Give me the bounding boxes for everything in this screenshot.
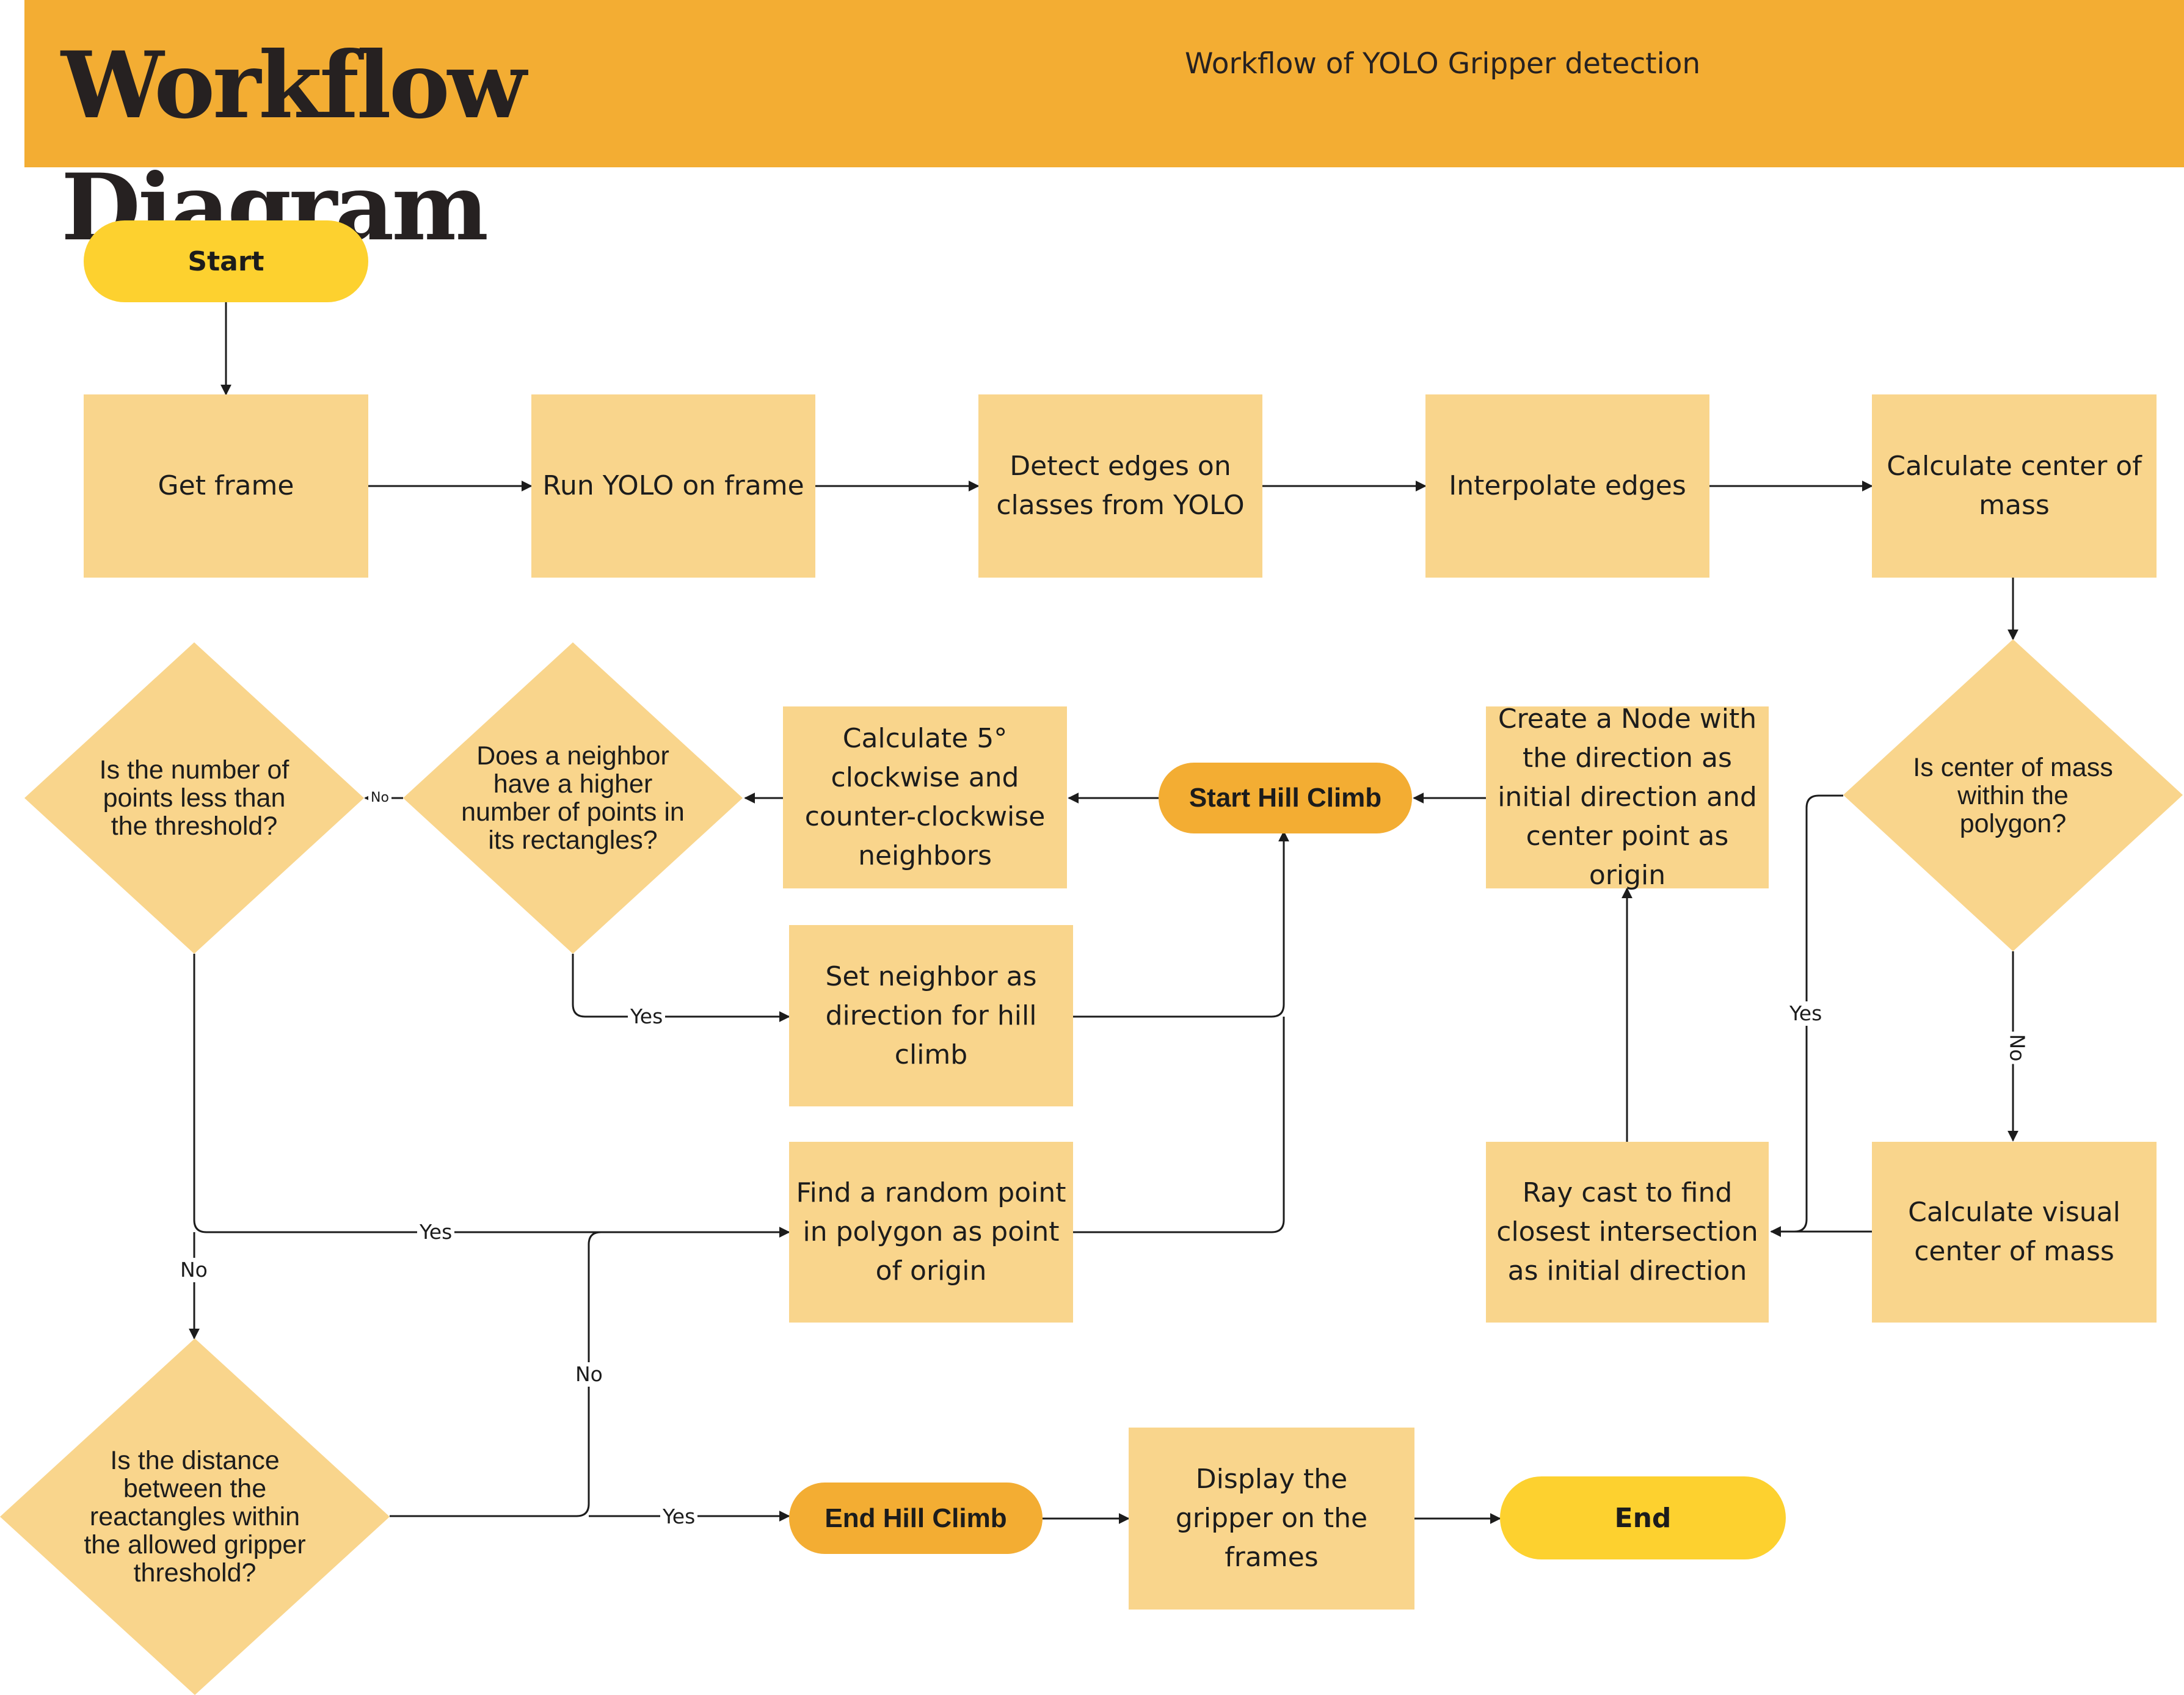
process-find-random-point: Find a random point in polygon as point … [789, 1142, 1073, 1323]
edge-label-center-yes: Yes [1787, 1001, 1825, 1026]
process-interpolate-edges-label: Interpolate edges [1449, 470, 1686, 501]
end-label: End [1614, 1502, 1672, 1534]
process-get-frame-label: Get frame [158, 470, 294, 501]
edge-distance-no-to-random-point [390, 1231, 602, 1517]
decision-neighbor-higher-label: Does a neighbor have a higher number of … [461, 741, 685, 855]
decision-shape [403, 642, 743, 954]
process-calc-visual-center: Calculate visual center of mass [1872, 1142, 2157, 1323]
edge-label-points-yes: Yes [417, 1220, 455, 1244]
process-calc-visual-center-label: Calculate visual center of mass [1908, 1197, 2120, 1267]
edge-points-yes-to-random-point [193, 954, 790, 1238]
decision-points-less-label: Is the number of points less than the th… [99, 755, 289, 841]
decision-center-within-polygon: Is center of mass within the polygon? [1843, 639, 2183, 951]
decision-neighbor-higher: Does a neighbor have a higher number of … [403, 642, 743, 954]
process-run-yolo-label: Run YOLO on frame [542, 470, 804, 501]
process-interpolate-edges: Interpolate edges [1425, 394, 1709, 578]
edge-center-within-yes [1794, 794, 1843, 1233]
process-run-yolo: Run YOLO on frame [531, 394, 815, 578]
process-display-gripper: Display the gripper on the frames [1129, 1428, 1414, 1610]
process-create-node-label: Create a Node with the direction as init… [1498, 703, 1757, 891]
decision-center-within-polygon-label: Is center of mass within the polygon? [1913, 752, 2113, 838]
edge-neighbor-yes-to-set-neighbor [572, 954, 790, 1022]
process-calc-center-mass-label: Calculate center of mass [1887, 451, 2142, 521]
terminal-end-hill-climb: End Hill Climb [789, 1483, 1043, 1554]
decision-shape [24, 642, 364, 954]
process-get-frame: Get frame [84, 394, 368, 578]
process-calc-neighbors: Calculate 5° clockwise and counter-clock… [783, 706, 1067, 888]
edge-label-neighbor-yes: Yes [628, 1004, 666, 1029]
terminal-start-hill-climb-label: Start Hill Climb [1188, 783, 1382, 813]
process-ray-cast: Ray cast to find closest intersection as… [1486, 1142, 1769, 1323]
process-create-node: Create a Node with the direction as init… [1486, 703, 1769, 891]
start-label: Start [187, 245, 264, 277]
terminal-start-hill-climb: Start Hill Climb [1159, 763, 1412, 833]
process-calc-center-mass: Calculate center of mass [1872, 394, 2157, 578]
edge-random-point-to-start-hill [1073, 1017, 1285, 1233]
edge-label-points-no: No [178, 1258, 210, 1282]
process-ray-cast-label: Ray cast to find closest intersection as… [1496, 1177, 1758, 1287]
edge-label-center-no: No [2004, 1031, 2029, 1064]
process-find-random-point-label: Find a random point in polygon as point … [796, 1177, 1066, 1287]
terminal-end-hill-climb-label: End Hill Climb [824, 1503, 1007, 1533]
edge-label-neighbor-no: No [368, 789, 391, 807]
start-terminal: Start [84, 220, 368, 302]
page-subtitle: Workflow of YOLO Gripper detection [1185, 47, 1701, 81]
process-set-neighbor-label: Set neighbor as direction for hill climb [825, 960, 1037, 1070]
decision-points-less: Is the number of points less than the th… [24, 642, 364, 954]
process-detect-edges: Detect edges on classes from YOLO [978, 394, 1262, 578]
process-display-gripper-label: Display the gripper on the frames [1175, 1464, 1368, 1573]
process-calc-neighbors-label: Calculate 5° clockwise and counter-clock… [804, 723, 1046, 871]
edge-label-distance-yes: Yes [660, 1504, 698, 1529]
process-set-neighbor: Set neighbor as direction for hill climb [789, 925, 1073, 1106]
decision-shape [1843, 639, 2183, 951]
page-title: Workflow Diagram [61, 32, 526, 261]
process-detect-edges-label: Detect edges on classes from YOLO [996, 451, 1245, 521]
decision-distance-within-label: Is the distance between the reactangles … [84, 1446, 306, 1588]
edge-set-neighbor-to-start-hill [1073, 830, 1289, 1018]
decision-shape [0, 1338, 390, 1695]
decision-distance-within: Is the distance between the reactangles … [0, 1338, 390, 1695]
header-band [24, 0, 2184, 167]
edge-label-distance-no: No [573, 1362, 605, 1387]
end-terminal: End [1500, 1476, 1786, 1559]
